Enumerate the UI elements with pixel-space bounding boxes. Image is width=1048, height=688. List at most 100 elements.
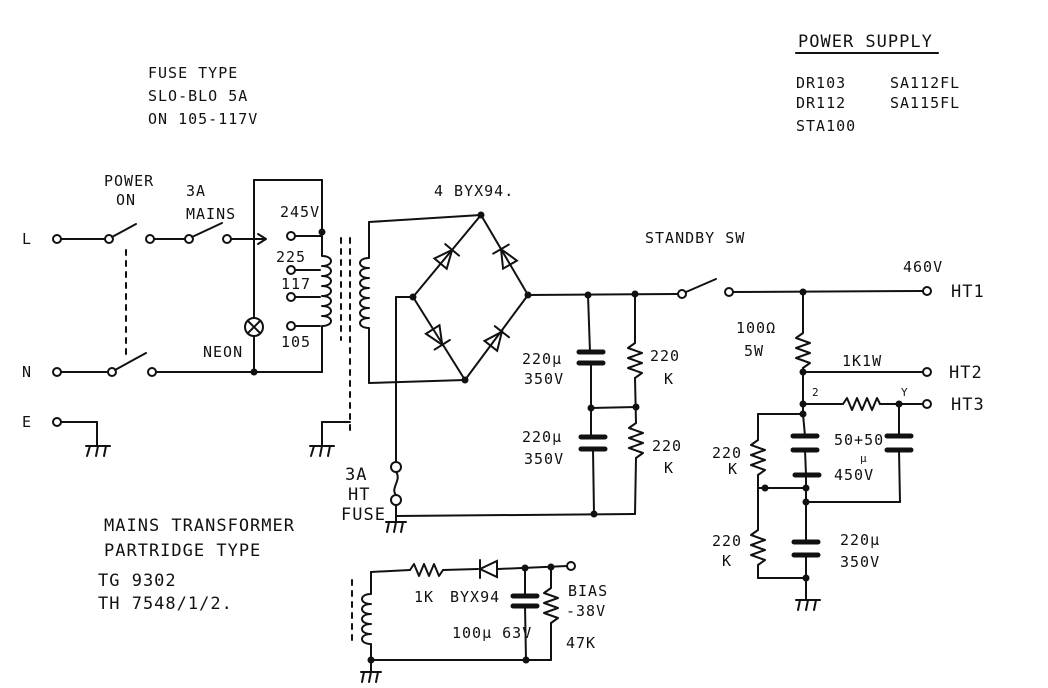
mains-fuse-label: 3A [186, 182, 206, 200]
mains-fuse-contact [222, 234, 232, 244]
ht1-label: HT1 [951, 282, 985, 302]
wire [804, 449, 807, 476]
neon-lamp-cross [247, 320, 261, 334]
resistor-icon [543, 587, 559, 624]
tap-terminal [286, 292, 296, 302]
tap-label: 117 [281, 275, 311, 293]
resistor-icon [842, 397, 881, 411]
wire [412, 296, 466, 381]
fuse-note-line: ON 105-117V [148, 110, 258, 128]
cap-value: 350V [840, 553, 880, 571]
terminal-label-live: L [22, 230, 32, 248]
mains-fuse-link [191, 222, 223, 238]
wire [592, 448, 595, 515]
junction-dot [802, 498, 810, 506]
power-switch-blade-live [111, 223, 137, 238]
resistor-value: K [722, 552, 732, 570]
resistor-value: 220 [712, 532, 742, 550]
mains-transformer: 245V 225 117 105 [276, 203, 482, 457]
bias-load-label: 47K [566, 634, 596, 652]
neutral-terminal [52, 367, 62, 377]
tap-terminal [286, 321, 296, 331]
wire [634, 457, 637, 515]
transformer-note-line: TH 7548/1/2. [98, 594, 233, 614]
tap-terminal [286, 231, 296, 241]
wire [370, 569, 411, 573]
ht-rail [527, 293, 678, 296]
resistor-icon [795, 332, 811, 369]
mains-input: L N E POWER [22, 172, 323, 457]
wire [802, 413, 806, 437]
model-list-item: SA112FL [890, 74, 960, 92]
cap-value: 220μ [840, 531, 880, 549]
bridge-rectifier: 4 BYX94. [395, 182, 532, 463]
wire [590, 406, 637, 409]
wire [524, 605, 527, 661]
power-switch-label: ON [116, 191, 136, 209]
output-section: 460V HT1 100Ω 5W 1K1W HT2 2 Y HT3 [712, 258, 985, 611]
ht2-label: HT2 [949, 363, 983, 383]
junction-dot [461, 376, 469, 384]
secondary-winding-icon [359, 221, 370, 384]
junction-dot [477, 211, 485, 219]
junction-dot [761, 484, 769, 492]
model-list-item: STA100 [796, 117, 856, 135]
reservoir-section: 220μ 350V 220μ 350V 220 K 220 K [395, 290, 681, 518]
transformer-note-line: PARTRIDGE TYPE [104, 541, 261, 561]
bias-diode-label: BYX94 [450, 588, 500, 606]
ground-icon [360, 671, 382, 683]
ht-fuse-contact [390, 461, 402, 473]
transformer-note-line: TG 9302 [98, 571, 177, 591]
cap-value: 350V [524, 450, 564, 468]
resistor-icon [627, 342, 643, 379]
wire [480, 214, 529, 296]
resistor-value: K [664, 370, 674, 388]
wire [898, 449, 901, 503]
title-block: POWER SUPPLY DR103 SA112FL DR112 SA115FL… [795, 32, 960, 135]
resistor-value: 220 [712, 444, 742, 462]
diode-icon [492, 243, 519, 271]
model-list-item: SA115FL [890, 94, 960, 112]
arrow-head-icon [257, 233, 267, 245]
resistor-value: K [728, 460, 738, 478]
wire [368, 214, 482, 223]
junction-dot [802, 574, 810, 582]
bias-supply: 1K BYX94 100μ 63V BIAS -38V 47K [351, 559, 608, 683]
ht-fuse-label: HT [348, 485, 370, 505]
power-switch-contact [147, 367, 157, 377]
ht3-label: HT3 [951, 395, 985, 415]
dual-cap-value: 50+50 [834, 431, 884, 449]
dropper-resistor-value: 100Ω [736, 319, 776, 337]
standby-switch-blade [685, 278, 717, 293]
dual-cap-value: μ [860, 452, 868, 465]
power-switch-label: POWER [104, 172, 154, 190]
cap-value: 220μ [522, 350, 562, 368]
junction-dot [587, 404, 595, 412]
ht1-terminal [922, 286, 932, 296]
power-switch-contact [145, 234, 155, 244]
transformer-note: MAINS TRANSFORMER PARTRIDGE TYPE TG 9302… [98, 516, 294, 614]
ht-fuse-label: 3A [345, 465, 367, 485]
ground-rail [395, 513, 636, 517]
wire [634, 377, 637, 424]
fuse-note: FUSE TYPE SLO-BLO 5A ON 105-117V [148, 64, 258, 128]
standby-switch-contact [724, 287, 734, 297]
ht-fuse: 3A HT FUSE [341, 461, 407, 533]
ht-fuse-label: FUSE [341, 505, 386, 525]
ht-fuse-contact [390, 494, 402, 506]
resistor-icon [409, 563, 444, 577]
diode-icon [482, 325, 511, 353]
wire [587, 294, 591, 353]
bias-cap-label: 100μ 63V [452, 624, 532, 642]
bias-output-label: -38V [566, 602, 606, 620]
bias-output-label: BIAS [568, 582, 608, 600]
cap-value: 350V [524, 370, 564, 388]
standby-switch-contact [677, 289, 687, 299]
model-list-item: DR103 [796, 74, 846, 92]
resistor-value: 220 [650, 347, 680, 365]
wire [412, 214, 482, 298]
ht-fuse-link [393, 471, 399, 496]
ht1-voltage: 460V [903, 258, 943, 276]
wire [442, 568, 479, 571]
